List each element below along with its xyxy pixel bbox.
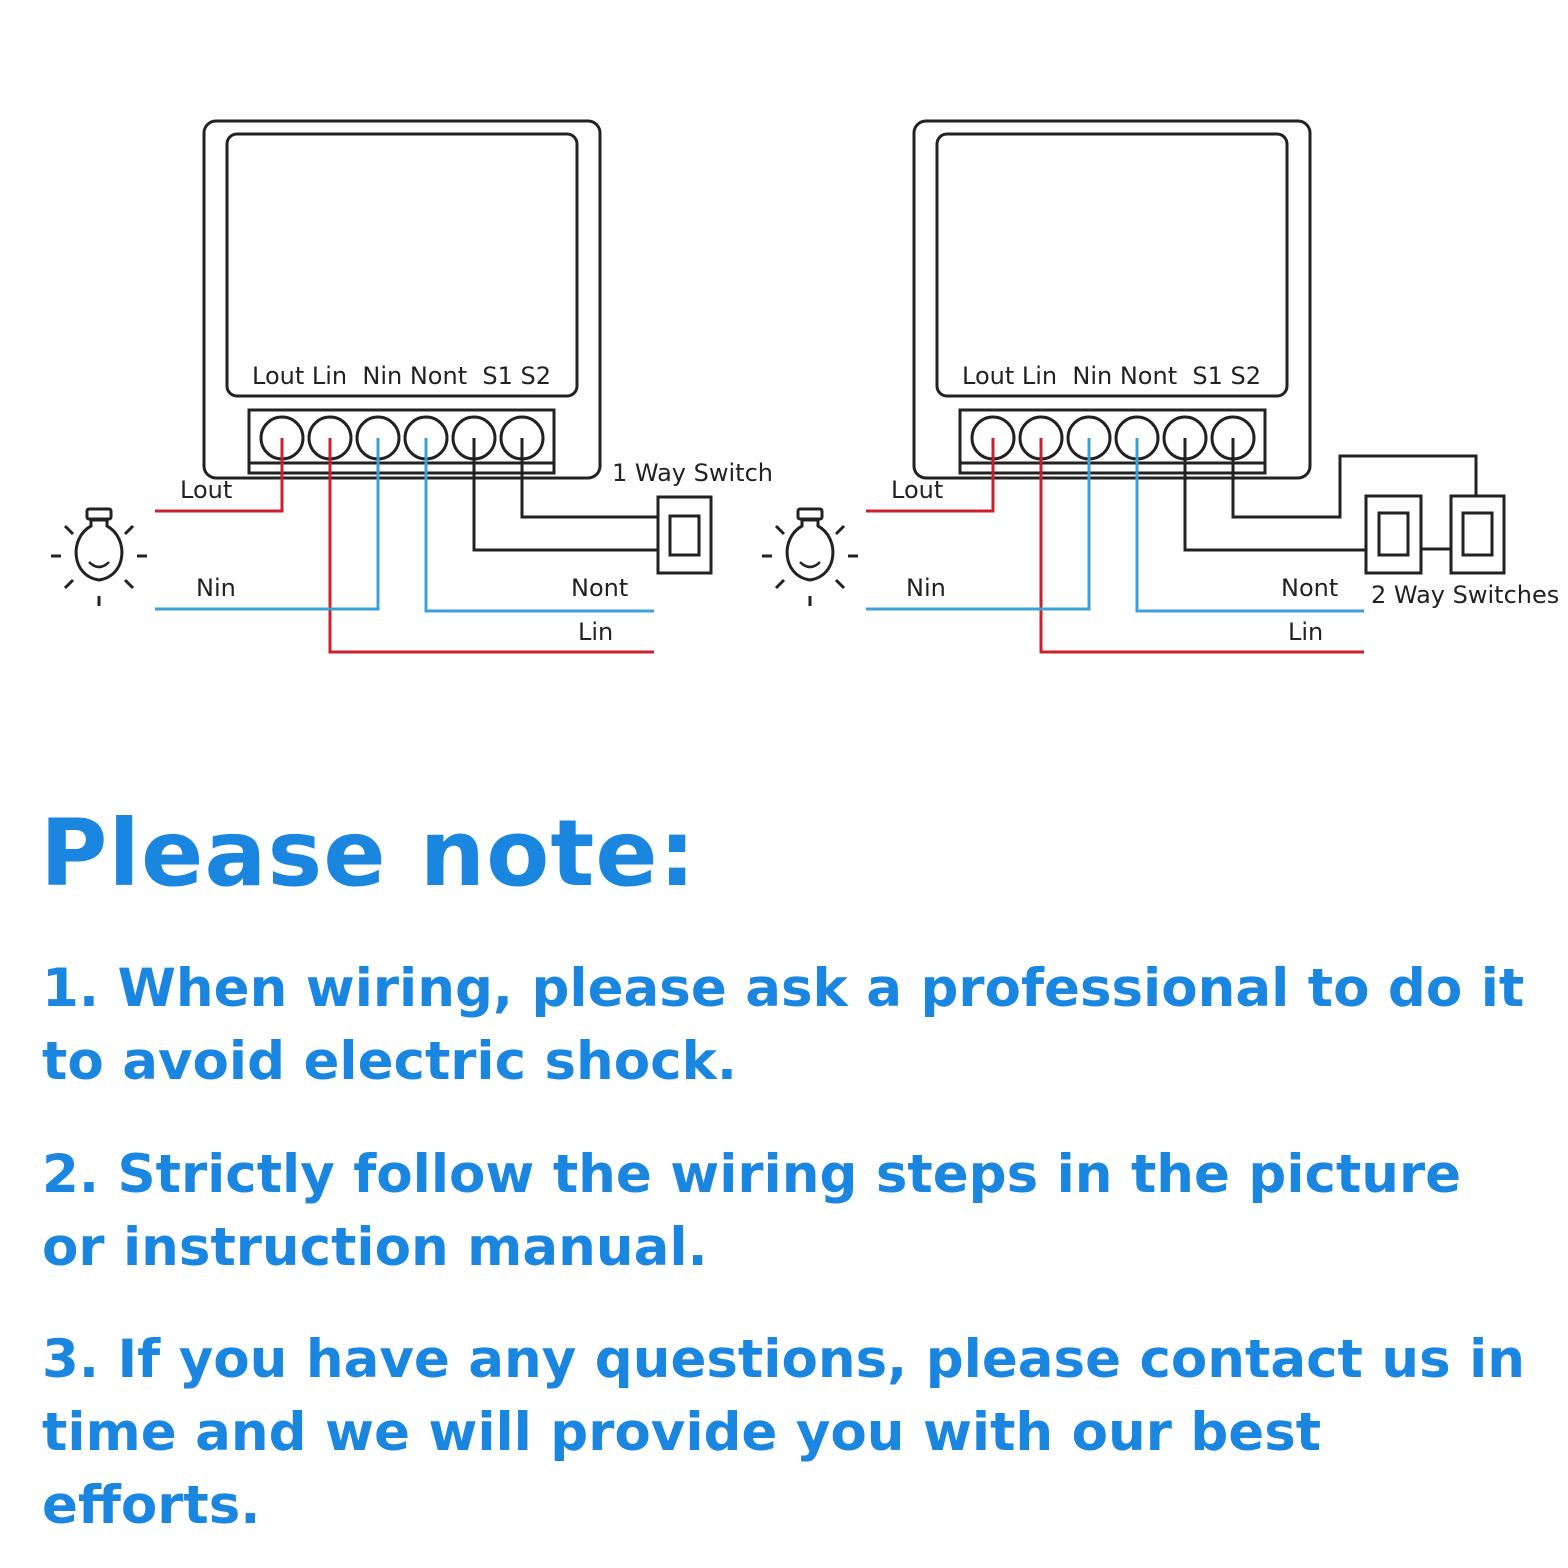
note-item-1: 1. When wiring, please ask a professiona… xyxy=(42,958,1525,1092)
label-lin: Lin xyxy=(1288,618,1323,646)
wire-lin xyxy=(328,438,654,654)
label-switches: 2 Way Switches xyxy=(1371,581,1559,609)
terminal-block xyxy=(958,408,1267,475)
wire-s1 xyxy=(472,438,658,552)
wire-s2 xyxy=(1231,438,1478,519)
diagram-2way: Lout Lin Nin Nont S1 S2 Lout Nin xyxy=(760,119,1559,654)
terminal-screws xyxy=(970,415,1256,461)
label-nont: Nont xyxy=(571,574,628,602)
module-outer-casing xyxy=(202,119,602,480)
terminal-labels: Lout Lin Nin Nont S1 S2 xyxy=(962,362,1261,390)
terminal-labels: Lout Lin Nin Nont S1 S2 xyxy=(252,362,551,390)
wire-nin xyxy=(866,438,1091,611)
wire-s2 xyxy=(520,438,658,519)
diagram-1way: Lout Lin Nin Nont S1 S2 Lout Nin Nont Li… xyxy=(49,119,773,654)
label-lout: Lout xyxy=(180,476,232,504)
two-way-switch-b xyxy=(1449,494,1506,575)
terminal-screws xyxy=(259,415,545,461)
module-outer-casing xyxy=(912,119,1312,480)
label-lout: Lout xyxy=(891,476,943,504)
module-inner-panel xyxy=(225,132,579,398)
label-switch: 1 Way Switch xyxy=(612,459,773,487)
wire-s1 xyxy=(1183,438,1366,552)
terminal-block xyxy=(247,408,556,475)
label-nin: Nin xyxy=(906,574,946,602)
label-lin: Lin xyxy=(578,618,613,646)
notes-title: Please note: xyxy=(40,800,697,907)
note-item-2: 2. Strictly follow the wiring steps in t… xyxy=(42,1144,1462,1278)
wire-nont xyxy=(424,438,654,613)
lightbulb-icon xyxy=(760,507,860,608)
note-item-3: 3. If you have any questions, please con… xyxy=(42,1329,1525,1536)
module-inner-panel xyxy=(935,132,1289,398)
two-way-switch-a xyxy=(1364,494,1423,575)
wire-lin xyxy=(1039,438,1364,654)
wiring-diagrams: Lout Lin Nin Nont S1 S2 Lout Nin Nont Li… xyxy=(49,119,1559,654)
one-way-switch xyxy=(656,495,713,575)
label-nin: Nin xyxy=(196,574,236,602)
wire-lout xyxy=(155,438,284,513)
wire-nin xyxy=(155,438,380,611)
wire-lout xyxy=(866,438,995,513)
lightbulb-icon xyxy=(49,507,149,608)
label-nont: Nont xyxy=(1281,574,1338,602)
wire-nont xyxy=(1135,438,1364,613)
